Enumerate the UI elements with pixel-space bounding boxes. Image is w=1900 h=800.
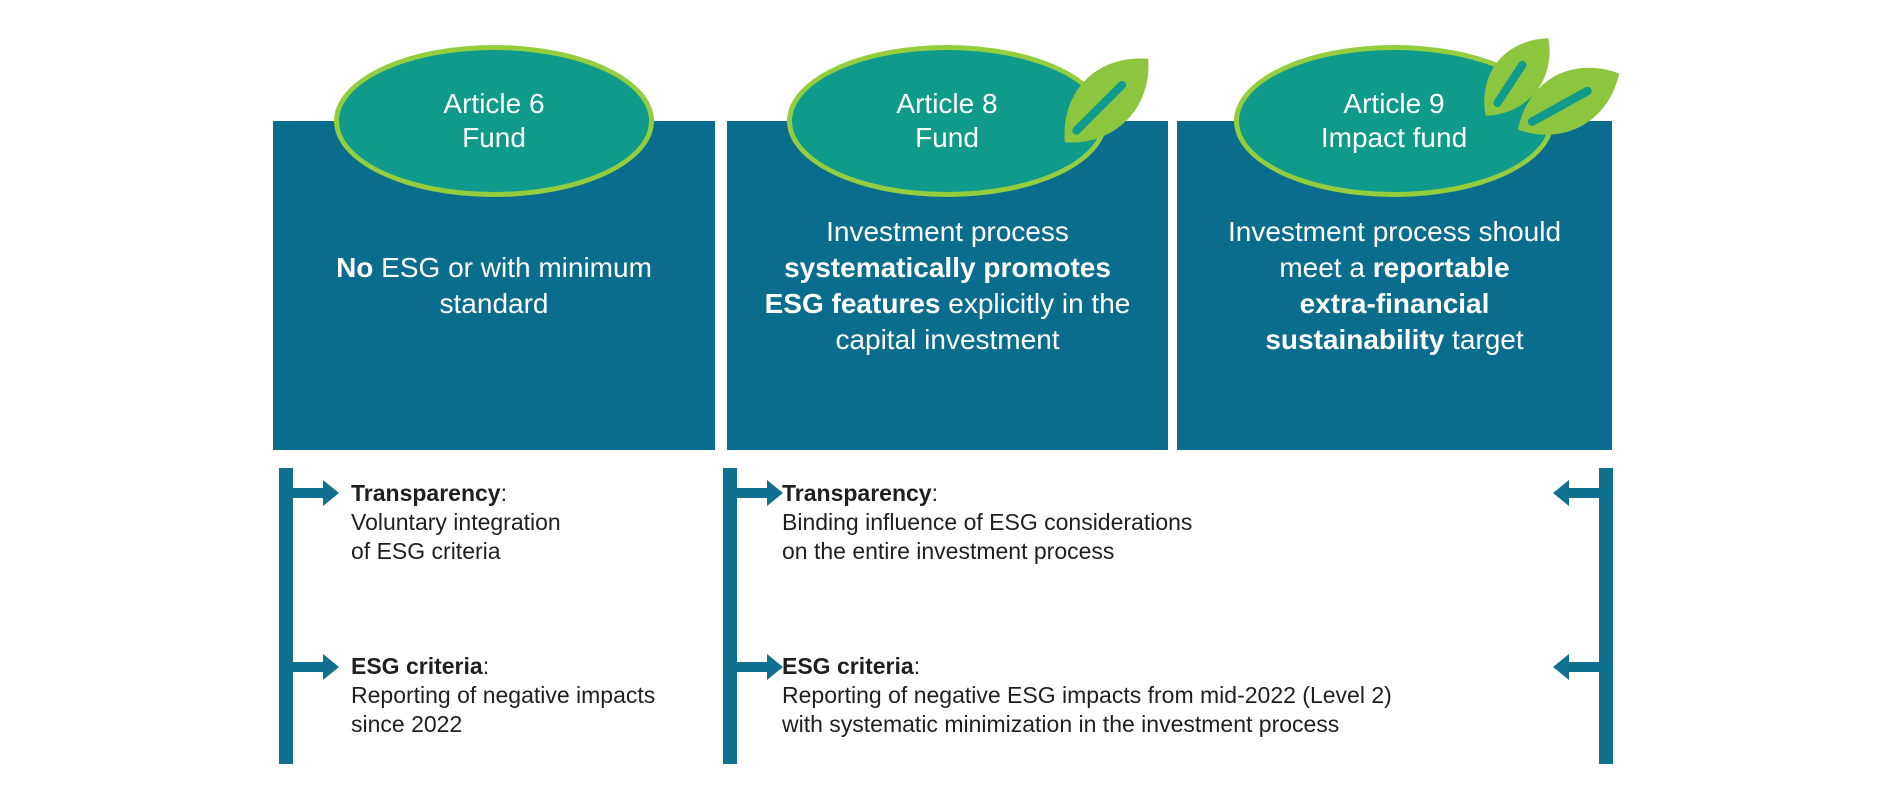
arrow-right-icon <box>736 480 783 506</box>
middle-bracket-bar <box>723 468 737 764</box>
badge-title-line: Fund <box>462 122 526 153</box>
note-heading: Transparency: <box>351 480 507 506</box>
note-esg-criteria-article6: ESG criteria: Reporting of negative impa… <box>351 652 655 739</box>
note-heading: ESG criteria: <box>782 653 921 679</box>
right-bracket-bar <box>1599 468 1613 764</box>
note-transparency-article8-9: Transparency: Binding influence of ESG c… <box>782 479 1192 566</box>
double-leaf-icon <box>1484 38 1620 135</box>
badge-title-line: Article 8 <box>896 88 998 119</box>
arrow-right-icon <box>292 480 339 506</box>
note-esg-criteria-article8-9: ESG criteria: Reporting of negative ESG … <box>782 652 1392 739</box>
note-heading: Transparency: <box>782 480 938 506</box>
badge-title-line: Article 9 <box>1343 88 1445 119</box>
leaf-icon <box>1064 58 1149 143</box>
arrow-left-icon <box>1553 654 1600 680</box>
arrow-right-icon <box>292 654 339 680</box>
article-8-badge: Article 8 Fund <box>787 45 1107 197</box>
arrow-right-icon <box>736 654 783 680</box>
badge-title-line: Fund <box>915 122 979 153</box>
article-6-badge: Article 6 Fund <box>334 45 654 197</box>
badge-title-line: Impact fund <box>1320 122 1468 153</box>
note-body: Reporting of negative ESG impacts from m… <box>782 682 1392 737</box>
badge-title-line: Article 6 <box>443 88 545 119</box>
note-heading: ESG criteria: <box>351 653 490 679</box>
left-bracket-bar <box>279 468 293 764</box>
arrow-left-icon <box>1553 480 1600 506</box>
